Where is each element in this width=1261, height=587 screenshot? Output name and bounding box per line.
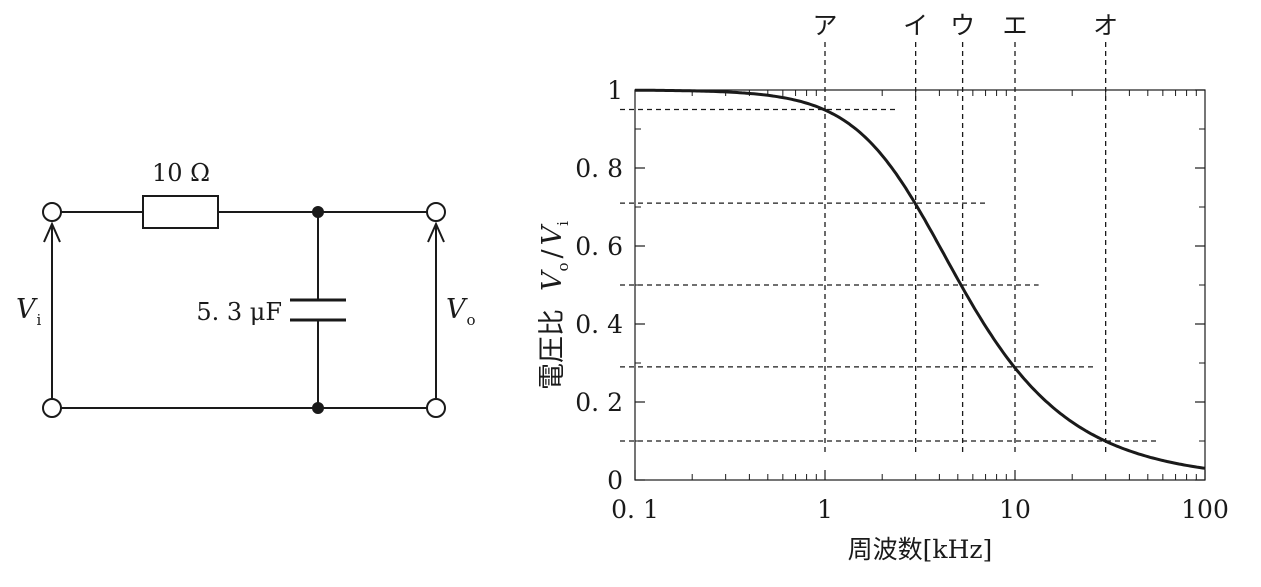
y-tick-label: 0. 2 (575, 388, 623, 417)
y-tick-label: 0. 8 (575, 154, 623, 183)
rc-circuit (42, 195, 446, 418)
vout-label: Vo (446, 294, 476, 329)
axis-ticks: 0. 1 1 10 100 0 0. 2 0. 4 0. 6 0. 8 1 (575, 76, 1229, 524)
junction-dot-bottom (312, 402, 324, 414)
y-tick-label: 0 (607, 466, 623, 495)
marker-label: ア (812, 11, 837, 40)
vin-label: Vi (16, 294, 42, 329)
marker-label: エ (1002, 11, 1027, 40)
y-axis-label: 電圧比Vo/Vi (537, 221, 572, 390)
guide-lines (620, 108, 1160, 442)
y-tick-label: 0. 6 (575, 232, 623, 261)
x-tick-label: 1 (817, 495, 833, 524)
x-tick-label: 10 (999, 495, 1031, 524)
vout-arrow-head (427, 221, 445, 243)
y-tick-label: 0. 4 (575, 310, 623, 339)
response-curve (635, 88, 1206, 470)
frequency-markers: ア イウエ オ (812, 11, 1118, 455)
y-tick-label: 1 (607, 76, 623, 105)
frequency-response-chart: 0. 1 1 10 100 0 0. 2 0. 4 0. 6 0. 8 1 ア イウエ オ (575, 11, 1229, 524)
marker-label: イ (903, 11, 928, 40)
marker-label: ウ (950, 11, 975, 40)
input-terminal-bottom (42, 398, 62, 418)
marker-label: オ (1093, 11, 1118, 40)
resistor (142, 195, 219, 229)
capacitor-label: 5. 3 μF (196, 298, 282, 326)
x-tick-label: 0. 1 (611, 495, 659, 524)
x-tick-label: 100 (1181, 495, 1229, 524)
resistor-label: 10 Ω (152, 159, 210, 187)
x-axis-label: 周波数[kHz] (848, 535, 993, 564)
junction-dot-top (312, 206, 324, 218)
output-terminal-top (426, 202, 446, 222)
input-terminal-top (42, 202, 62, 222)
output-terminal-bottom (426, 398, 446, 418)
vin-arrow-head (43, 221, 61, 243)
